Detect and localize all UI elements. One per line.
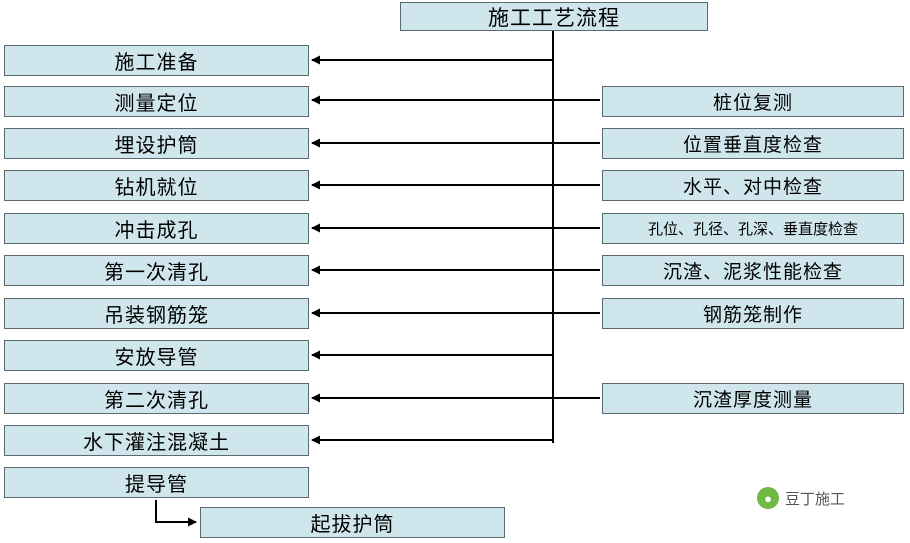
watermark: ● 豆丁施工 [757, 487, 845, 509]
check-step-2: 位置垂直度检查 [602, 128, 904, 159]
check-step-7: 沉渣厚度测量 [602, 383, 904, 414]
check-step-1: 桩位复测 [602, 86, 904, 117]
process-step-1: 施工准备 [4, 45, 309, 76]
process-step-11: 提导管 [4, 467, 309, 498]
process-step-final: 起拔护筒 [200, 507, 505, 538]
watermark-label: 豆丁施工 [785, 490, 846, 508]
process-step-5: 冲击成孔 [4, 213, 309, 244]
process-step-2: 测量定位 [4, 86, 309, 117]
process-step-9: 第二次清孔 [4, 383, 309, 414]
process-step-8: 安放导管 [4, 340, 309, 371]
check-step-4: 孔位、孔径、孔深、垂直度检查 [602, 213, 904, 244]
process-step-10: 水下灌注混凝土 [4, 425, 309, 456]
check-step-6: 钢筋笼制作 [602, 298, 904, 329]
process-step-4: 钻机就位 [4, 170, 309, 201]
process-step-6: 第一次清孔 [4, 255, 309, 286]
process-step-3: 埋设护筒 [4, 128, 309, 159]
wechat-icon: ● [757, 487, 779, 509]
title-box: 施工工艺流程 [400, 2, 708, 31]
check-step-3: 水平、对中检查 [602, 170, 904, 201]
process-step-7: 吊装钢筋笼 [4, 298, 309, 329]
check-step-5: 沉渣、泥浆性能检查 [602, 255, 904, 286]
